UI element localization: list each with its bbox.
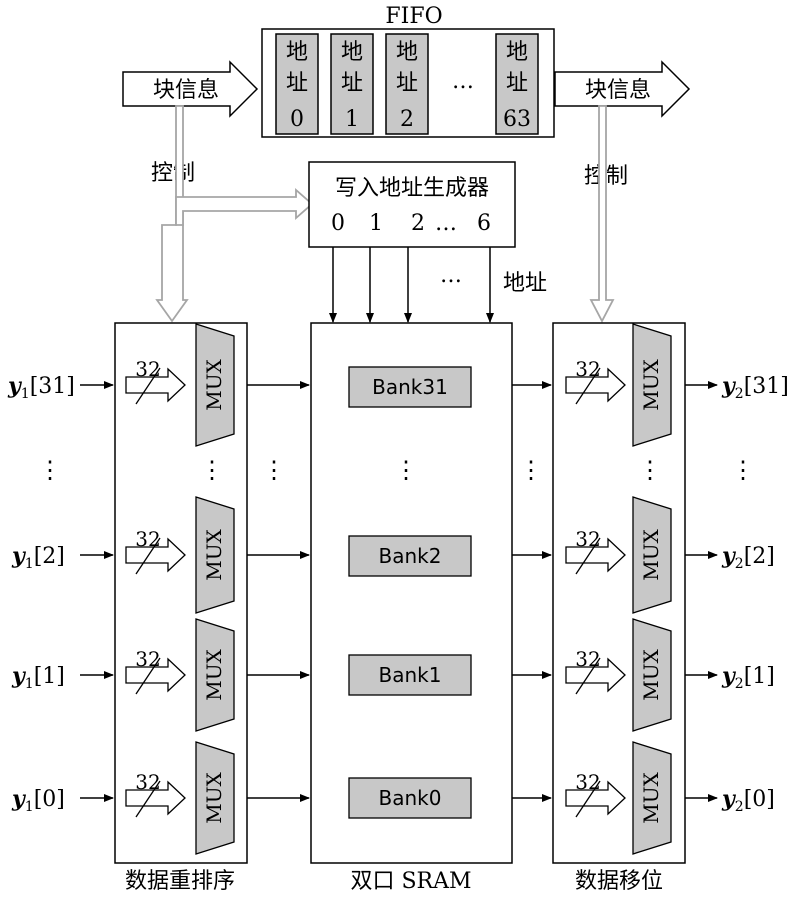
input-1: y1[1] [11,663,65,692]
control-to-addr-gen-arrow [175,188,314,226]
sram-block [310,322,513,864]
block-info-in-arrow [122,60,259,118]
row-1: y1[1] 32 MUX Bank1 32 MUX y2[1] [11,618,775,732]
dots-row: ⋮ ⋮ ⋮ ⋮ ⋮ ⋮ ⋮ [38,456,755,484]
bank-2-label: Bank2 [379,544,442,568]
reorder-mux-1-label: MUX [202,648,226,700]
address-label: 地址 [503,271,547,296]
row-2: y1[2] 32 MUX Bank2 32 MUX y2[2] [11,496,775,614]
bank-2 [348,535,472,577]
output-0: y2[0] [721,786,775,815]
shift-mux-0-label: MUX [639,771,663,823]
fifo-cell-1-mid: 址 [341,71,363,96]
addr-gen-idx-0: 0 [331,211,345,236]
bank-0-label: Bank0 [379,786,442,810]
sram-label: 双口 SRAM [350,869,471,894]
fifo-cell-1: 地 址 1 [330,33,374,135]
between-dots-right: ⋮ [519,456,543,484]
output-2: y2[2] [721,543,775,572]
fifo-cell-0-top: 地 [286,40,308,65]
addr-gen-idx-1: 1 [369,211,383,236]
reorder-dots: ⋮ [200,456,224,484]
shift-mux-31 [632,323,672,447]
fifo-cell-0-mid: 址 [286,71,308,96]
shift-mux-2 [632,496,672,614]
bank-0 [348,777,472,819]
addr-lines-dots: … [440,263,462,288]
input-0: y1[0] [11,786,65,815]
input-31: y1[31] [7,373,75,402]
reorder-mux-31-label: MUX [202,358,226,410]
reorder-mux-1 [195,618,235,732]
fifo-cell-2-idx: 2 [400,107,414,132]
bank-1-label: Bank1 [379,663,442,687]
fifo-cell-2: 地 址 2 [385,33,429,135]
bank-1 [348,654,472,696]
output-31: y2[31] [721,373,789,402]
reorder-mux-0-label: MUX [202,771,226,823]
reorder-mux-2-label: MUX [202,528,226,580]
fifo-cell-1-idx: 1 [345,107,359,132]
control-left-label: 控制 [151,161,195,186]
bank-31-label: Bank31 [372,375,448,399]
shift-mux-1-label: MUX [639,648,663,700]
fifo-title: FIFO [385,4,442,29]
fifo-cell-1-top: 地 [341,40,363,65]
addr-gen-idx-2: 2 [411,211,425,236]
block-info-out-label: 块信息 [585,78,651,103]
output-1: y2[1] [721,663,775,692]
fifo-cell-63: 地 址 63 [495,33,539,135]
reorder-label: 数据重排序 [125,869,235,894]
fifo-cell-0-idx: 0 [290,107,304,132]
fifo-cell-0: 地 址 0 [275,33,319,135]
fifo-cell-63-idx: 63 [503,107,531,132]
row-0: y1[0] 32 MUX Bank0 32 MUX y2[0] [11,741,775,855]
addr-gen-idx-ellipsis: … [435,211,457,236]
sram-dots: ⋮ [394,456,418,484]
fifo-cell-2-mid: 址 [396,71,418,96]
reorder-mux-0 [195,741,235,855]
addr-gen-idx-6: 6 [477,211,491,236]
input-2: y1[2] [11,543,65,572]
fifo-cell-2-top: 地 [396,40,418,65]
fifo-ellipsis: … [452,69,474,94]
block-info-in-label: 块信息 [153,78,219,103]
shift-mux-0 [632,741,672,855]
input-dots: ⋮ [38,456,62,484]
shift-label: 数据移位 [575,869,663,894]
fifo-cell-63-top: 地 [506,40,528,65]
row-31: y1[31] 32 MUX Bank31 32 MUX y2[31] [7,323,789,447]
fifo-cell-63-mid: 址 [506,71,528,96]
shift-mux-1 [632,618,672,732]
output-dots: ⋮ [731,456,755,484]
reorder-mux-31 [195,323,235,447]
shift-mux-31-label: MUX [639,358,663,410]
block-info-out-arrow [554,60,691,118]
shift-dots: ⋮ [638,456,662,484]
addr-gen-title: 写入地址生成器 [335,176,489,201]
control-right-arrow [589,105,615,323]
reorder-mux-2 [195,496,235,614]
shift-mux-2-label: MUX [639,528,663,580]
addr-gen-box [308,161,516,248]
bank-31 [348,366,472,408]
between-dots-left: ⋮ [262,456,286,484]
